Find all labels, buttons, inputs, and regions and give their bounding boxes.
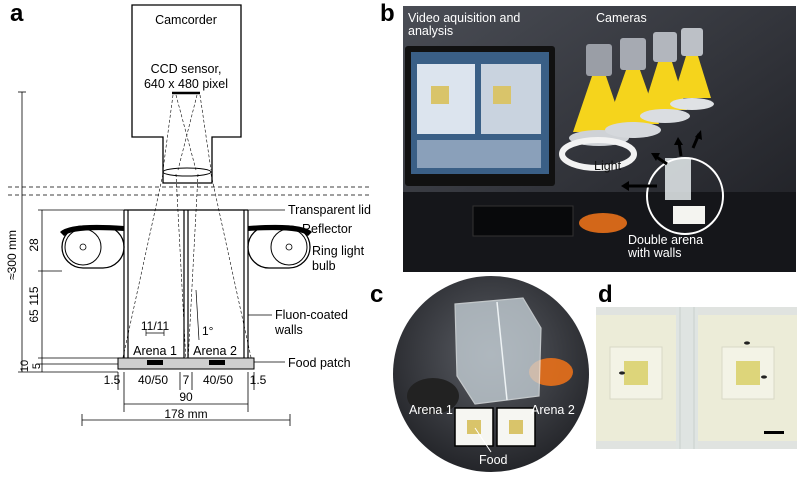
closeup-food-label: Food: [479, 453, 508, 467]
reflector: [60, 224, 312, 236]
food-patch-c1: [467, 420, 481, 434]
direction-arrows: [621, 130, 702, 191]
camera-2: [605, 38, 661, 138]
keyboard: [472, 205, 574, 237]
arena-1-label: Arena 1: [133, 344, 177, 358]
food-patch-d2: [736, 361, 760, 385]
double-arena: [665, 158, 691, 200]
ring-light: [559, 137, 637, 171]
panel-label-a: a: [10, 0, 24, 27]
scale-break-lines: [8, 186, 372, 196]
arena-highlight-circle: [646, 157, 724, 235]
center-divider: [676, 307, 698, 449]
ring-light-label-line1: Ring light: [312, 244, 365, 258]
double-arena-label: Double arena with walls: [628, 233, 704, 261]
dim-1-5-left: 1.5: [104, 373, 121, 387]
dim-7: 7: [183, 373, 190, 387]
setup-photo: Video aquisition and analysis Cameras Li…: [403, 6, 796, 272]
panel-label-d: d: [598, 281, 613, 308]
dim-10: 10: [19, 360, 31, 372]
vertical-dimensions: [18, 91, 124, 373]
topdown-arena-photo: [596, 307, 797, 449]
food-patch-1: [147, 360, 163, 365]
ratio-label: 11/11: [141, 319, 170, 333]
camcorder-label: Camcorder: [155, 13, 217, 27]
dim-5: 5: [31, 363, 43, 369]
dim-65: 65: [27, 309, 41, 323]
acrylic-walls: [454, 297, 542, 405]
fluon-label-line1: Fluon-coated: [275, 308, 348, 322]
dim-1-5-right: 1.5: [250, 373, 267, 387]
horizontal-dimensions: [81, 372, 291, 426]
reflector-label: Reflector: [302, 222, 352, 236]
dim-height-total: ≈300 mm: [5, 230, 19, 280]
arena-closeup-drawing: [393, 276, 589, 472]
lens: [162, 167, 212, 177]
dim-178: 178 mm: [164, 407, 207, 421]
arena-2-label: Arena 2: [193, 344, 237, 358]
topdown-arena-drawing: [596, 307, 797, 449]
closeup-arena-1-label: Arena 1: [409, 403, 453, 417]
transparent-lid-label: Transparent lid: [288, 203, 371, 217]
cameras-label: Cameras: [596, 11, 647, 25]
food-patch-c2: [509, 420, 523, 434]
dim-115: 115: [27, 286, 41, 305]
arena-walls: [123, 210, 249, 358]
goggles: [579, 213, 627, 233]
panel-label-b: b: [380, 0, 395, 27]
closeup-arena-2-label: Arena 2: [531, 403, 575, 417]
dim-90: 90: [179, 390, 193, 404]
ring-light-label-line2: bulb: [312, 259, 336, 273]
light-label: Light: [594, 159, 622, 173]
fluon-label-line2: walls: [274, 323, 303, 337]
arena-closeup-photo: Arena 1 Arena 2 Food: [393, 276, 589, 472]
setup-photo-drawing: [403, 6, 796, 272]
food-patch-2: [209, 360, 225, 365]
video-analysis-label: Video aquisition and analysis: [408, 11, 521, 39]
monitor: [405, 46, 555, 186]
food-patch-d1: [624, 361, 648, 385]
food-patch-label: Food patch: [288, 356, 351, 370]
dim-40-50-right: 40/50: [203, 373, 233, 387]
scale-bar: [764, 431, 784, 434]
food-patch-plate: [117, 357, 255, 370]
arena-schematic: Camcorder CCD sensor, 640 x 480 pixel: [5, 4, 372, 426]
flies: [619, 341, 767, 379]
ccd-label-line2: 640 x 480 pixel: [144, 77, 228, 91]
ccd-label-line1: CCD sensor,: [151, 62, 222, 76]
angle-label: 1°: [202, 324, 214, 338]
camera-4: [670, 28, 714, 110]
panel-label-c: c: [370, 281, 384, 308]
dim-40-50-left: 40/50: [138, 373, 168, 387]
dim-28: 28: [27, 238, 41, 252]
camcorder-body: [131, 4, 242, 184]
